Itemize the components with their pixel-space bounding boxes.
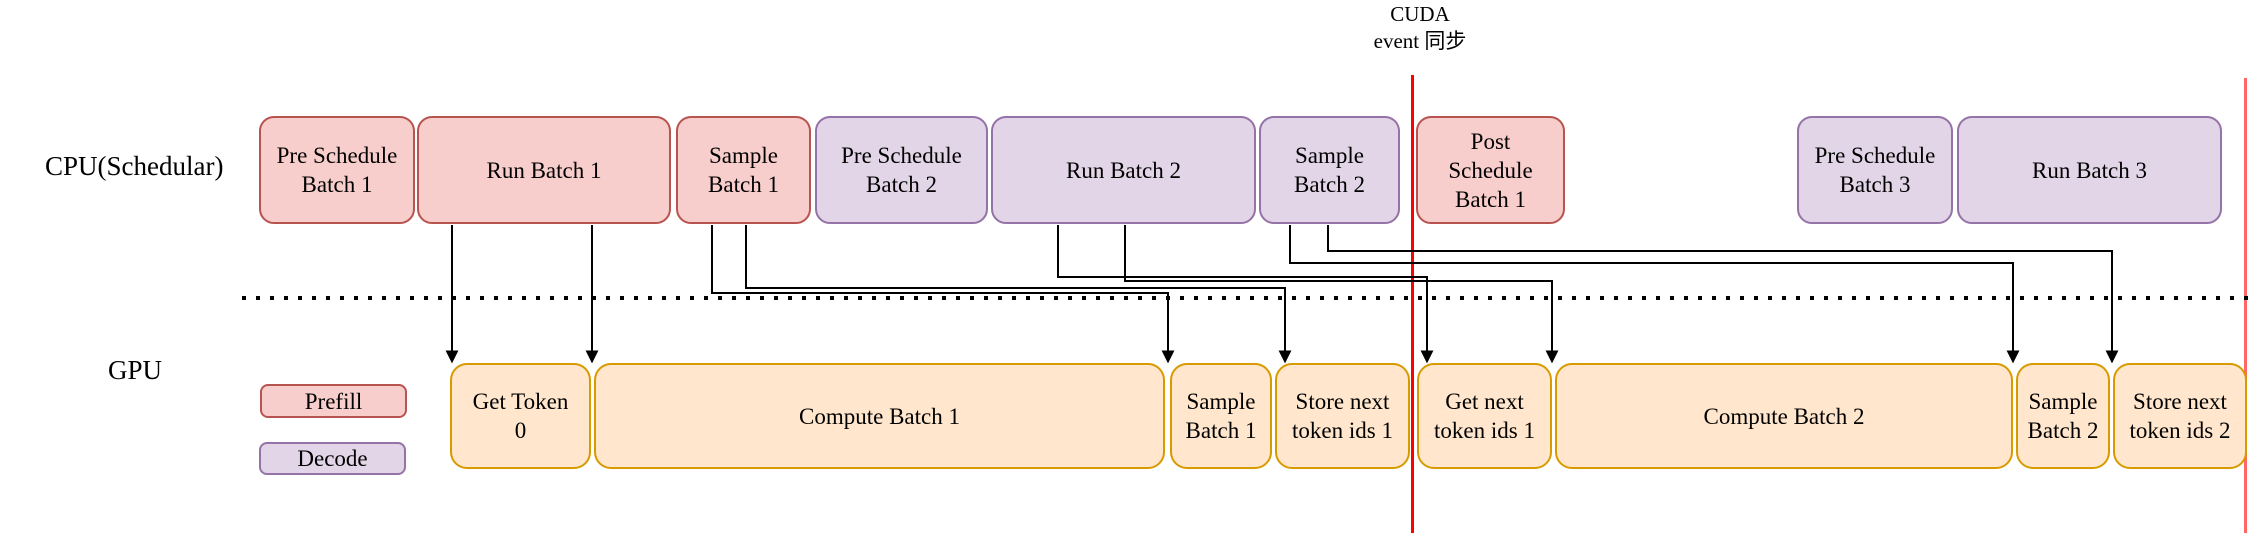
- gpu-box-get-next-token-ids-1-label: token ids 1: [1434, 418, 1535, 443]
- cuda-sync-line: [1411, 75, 1414, 533]
- cpu-box-run-batch-1: Run Batch 1: [417, 116, 671, 224]
- legend-prefill-label: Prefill: [304, 388, 363, 414]
- gpu-box-get-token-0: Get Token 0: [450, 363, 591, 469]
- gpu-box-compute-batch-2-label: Compute Batch 2: [1703, 403, 1865, 429]
- gpu-box-sample-batch-2-label: Sample: [2028, 389, 2098, 414]
- cpu-gpu-separator: [242, 296, 2251, 300]
- arrow-sample-batch-2-to-store-next-token-ids-2: [1327, 225, 2119, 364]
- cpu-box-pre-schedule-batch-1-label: Pre Schedule: [276, 143, 398, 168]
- next-sync-line: [2244, 78, 2247, 533]
- gpu-box-get-next-token-ids-1-label: Get next: [1445, 389, 1524, 414]
- cpu-box-sample-batch-1-label: Sample: [709, 143, 778, 168]
- legend-prefill: Prefill: [260, 384, 407, 418]
- cpu-box-post-schedule-batch-1-label: Schedule: [1448, 157, 1533, 183]
- cpu-box-pre-schedule-batch-2-label: Batch 2: [866, 172, 937, 197]
- gpu-box-sample-batch-1-label: Batch 1: [1185, 418, 1257, 443]
- cpu-box-pre-schedule-batch-3-label: Batch 3: [1839, 172, 1911, 197]
- arrow-run-batch-2-to-compute-batch-2: [1124, 225, 1559, 364]
- cpu-box-sample-batch-1-label: Batch 1: [708, 172, 779, 197]
- gpu-box-sample-batch-1-label: Sample: [1186, 389, 1256, 414]
- cpu-box-run-batch-3-label: Run Batch 3: [2032, 157, 2147, 183]
- cpu-box-pre-schedule-batch-1-label: Batch 1: [301, 172, 373, 197]
- gpu-box-store-next-token-ids-1-label: Store next: [1295, 389, 1390, 414]
- legend-decode-label: Decode: [297, 446, 368, 471]
- gpu-box-store-next-token-ids-1-label: token ids 1: [1292, 418, 1393, 443]
- cuda-sync-label-line1: CUDA: [1390, 2, 1450, 26]
- gpu-box-get-token-0-label: 0: [514, 418, 527, 443]
- gpu-box-get-token-0-label: Get Token: [472, 389, 569, 414]
- cpu-row-label: CPU(Schedular): [45, 151, 224, 181]
- gpu-row-label: GPU: [108, 355, 163, 385]
- cpu-box-run-batch-2: Run Batch 2: [991, 116, 1256, 224]
- arrow-sample-batch-1-to-gpu-sample-batch-1: [711, 225, 1175, 364]
- cpu-box-sample-batch-2-label: Batch 2: [1294, 172, 1365, 197]
- gpu-box-store-next-token-ids-2-label: token ids 2: [2129, 418, 2231, 443]
- arrow-sample-batch-1-to-store-next-token-ids-1: [745, 225, 1292, 364]
- gpu-box-get-next-token-ids-1: Get next token ids 1: [1417, 363, 1552, 469]
- gpu-box-sample-batch-2-label: Batch 2: [2027, 418, 2099, 443]
- cpu-box-run-batch-3: Run Batch 3: [1957, 116, 2222, 224]
- arrow-sample-batch-2-to-gpu-sample-batch-2: [1289, 225, 2020, 364]
- cpu-box-pre-schedule-batch-2-label: Pre Schedule: [841, 143, 962, 168]
- cpu-box-post-schedule-batch-1-label: Batch 1: [1455, 186, 1526, 212]
- gpu-box-store-next-token-ids-2-label: Store next: [2133, 389, 2227, 414]
- gpu-box-store-next-token-ids-2: Store next token ids 2: [2113, 363, 2247, 469]
- cpu-box-pre-schedule-batch-3-label: Pre Schedule: [1814, 143, 1936, 168]
- cpu-box-run-batch-2-label: Run Batch 2: [1066, 157, 1181, 183]
- gpu-box-store-next-token-ids-1: Store next token ids 1: [1275, 363, 1410, 469]
- cuda-sync-label: CUDA event 同步: [1374, 1, 1467, 55]
- cpu-box-post-schedule-batch-1-label: Post: [1470, 128, 1511, 154]
- gpu-box-compute-batch-1-label: Compute Batch 1: [799, 403, 960, 429]
- cpu-box-sample-batch-2-label: Sample: [1295, 143, 1364, 168]
- gpu-box-compute-batch-2: Compute Batch 2: [1555, 363, 2013, 469]
- gpu-box-compute-batch-1: Compute Batch 1: [594, 363, 1165, 469]
- cpu-box-run-batch-1-label: Run Batch 1: [486, 157, 602, 183]
- arrow-run-batch-2-to-get-next-token-ids-1: [1057, 225, 1434, 364]
- legend-decode: Decode: [259, 442, 406, 475]
- cuda-sync-label-line2: event 同步: [1373, 29, 1467, 53]
